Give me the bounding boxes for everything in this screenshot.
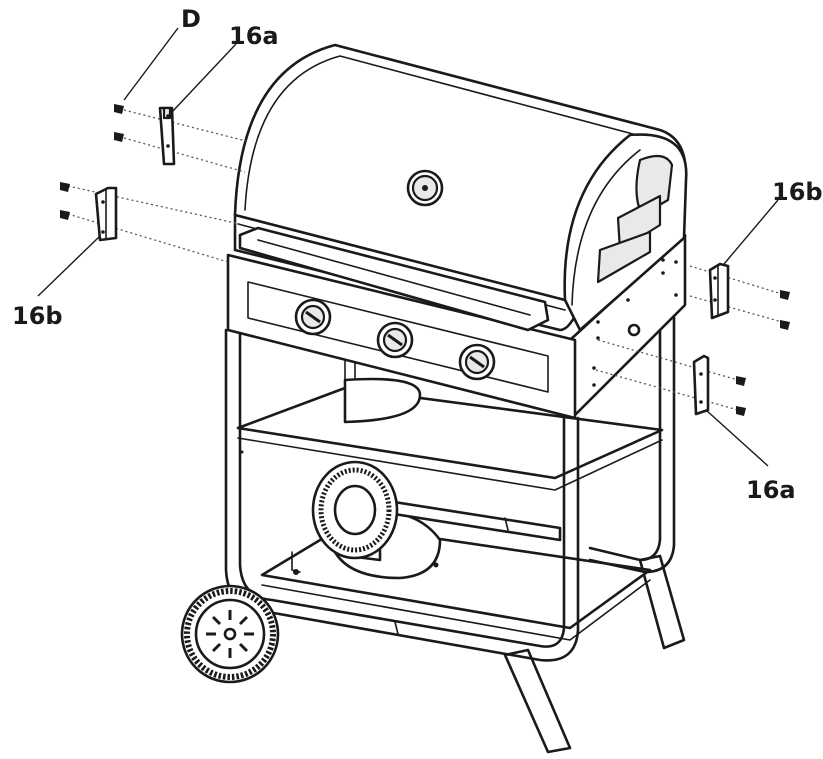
grill-lid xyxy=(233,43,688,332)
label-bracket-16b-right: 16b xyxy=(772,178,823,206)
bracket-icon xyxy=(708,262,730,320)
label-bracket-16a-top: 16a xyxy=(229,22,279,50)
screw-icon xyxy=(114,104,124,142)
label-bracket-16a-right: 16a xyxy=(746,476,796,504)
label-bracket-16b-left: 16b xyxy=(12,302,63,330)
screw-icon xyxy=(780,290,790,330)
firebox xyxy=(226,233,687,420)
bracket-icon xyxy=(158,106,176,166)
lid-handle xyxy=(238,226,550,332)
label-screw-d: D xyxy=(181,5,201,33)
control-knob-icon xyxy=(458,343,496,381)
thermometer-icon xyxy=(406,169,444,207)
leader-lines xyxy=(37,27,779,467)
bracket-icon xyxy=(692,354,710,416)
middle-shelf xyxy=(236,386,664,480)
control-knob-icon xyxy=(376,321,414,359)
bottom-shelf xyxy=(260,523,652,630)
alignment-lines xyxy=(67,109,783,411)
lid-vent xyxy=(635,154,674,217)
wheel-icon xyxy=(180,584,301,684)
front-leg-right xyxy=(503,648,572,754)
screw-icon xyxy=(60,182,70,220)
screw-icon xyxy=(736,376,746,416)
bracket-icon xyxy=(94,186,118,242)
wheel-icon-rear xyxy=(311,460,399,560)
control-knob-icon xyxy=(294,298,332,336)
